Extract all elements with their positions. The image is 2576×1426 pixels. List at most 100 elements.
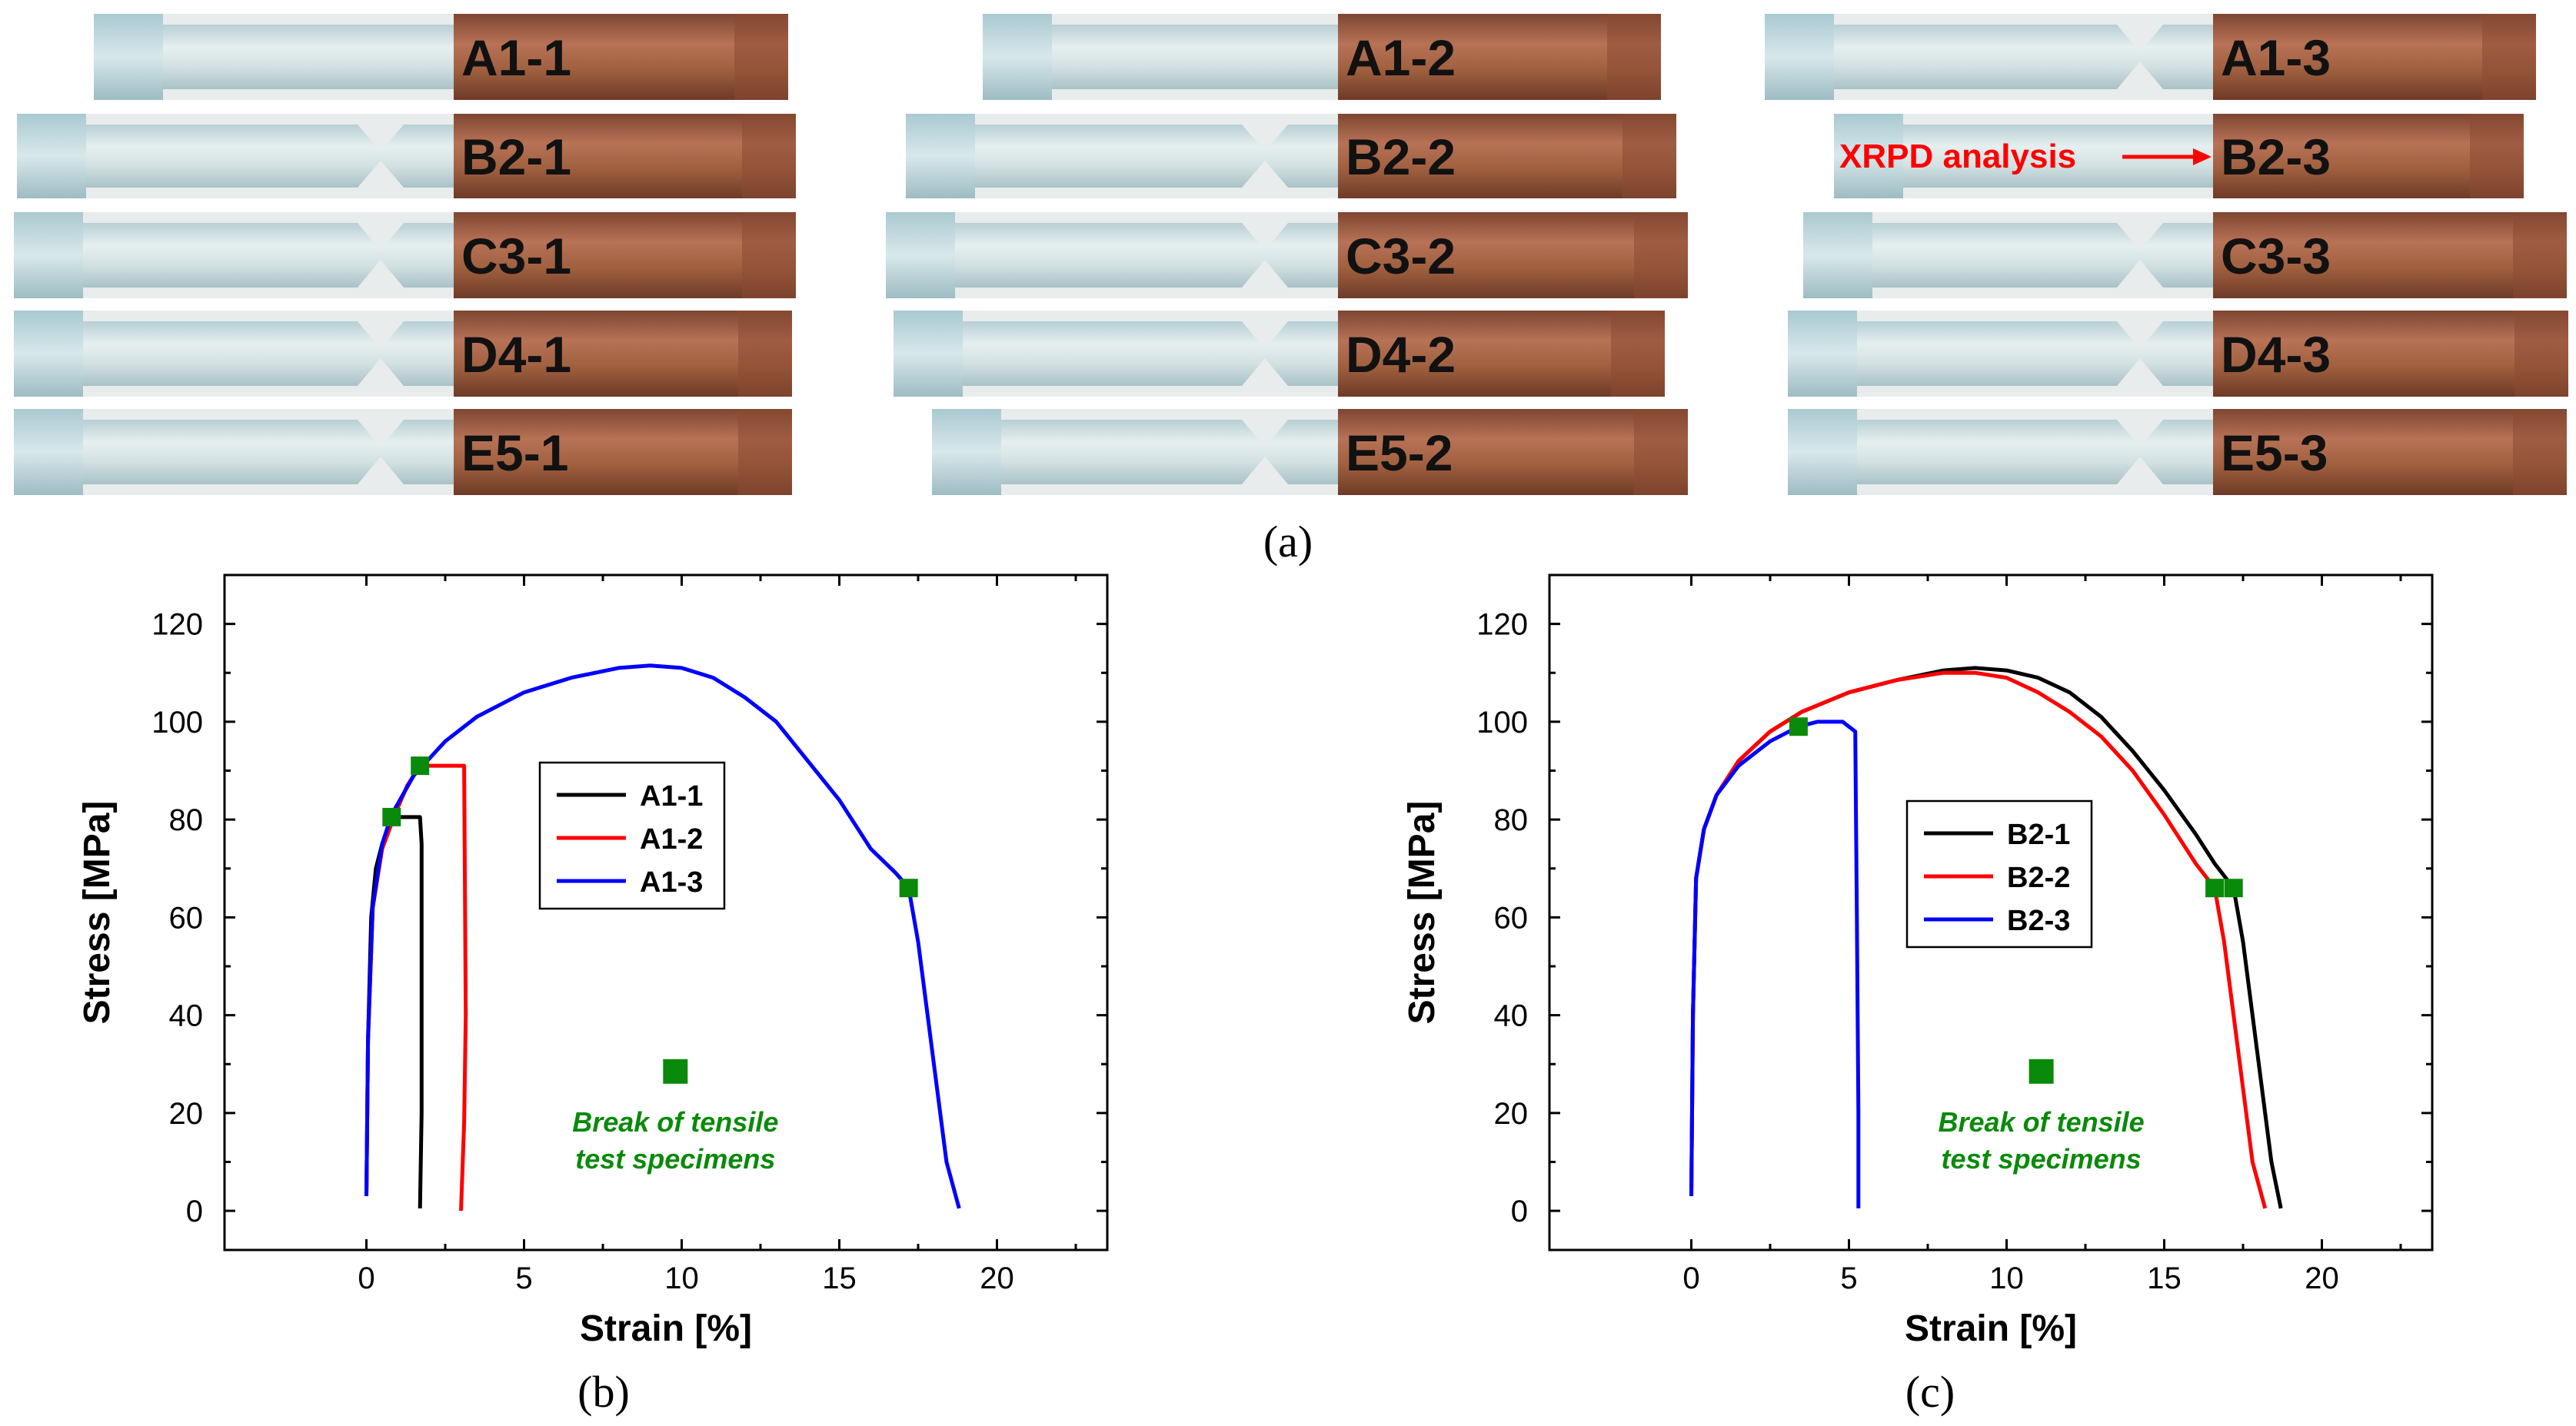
y-tick-label: 40 [1494, 999, 1529, 1033]
fracture-neck-bottom [358, 358, 404, 386]
specimen-photo: C3-2 [886, 212, 1688, 298]
x-axis-label: Strain [%] [1905, 1308, 2077, 1349]
aluminium-grip [983, 14, 1052, 100]
fracture-neck-bottom [1242, 161, 1288, 188]
plot-frame [223, 573, 1109, 1251]
specimen-label: B2-3 [2221, 128, 2331, 185]
xrpd-annotation: XRPD analysis [1839, 138, 2212, 175]
aluminium-grip [94, 14, 163, 100]
legend-entry: A1-2 [640, 823, 703, 856]
aluminium-section [83, 223, 454, 288]
y-tick-label: 0 [186, 1195, 203, 1228]
copper-grip [2513, 212, 2567, 298]
specimen-photo: A1-3 [1765, 14, 2536, 100]
aluminium-section [975, 125, 1338, 188]
legend: A1-1A1-2A1-3 [538, 761, 726, 910]
x-tick-label: 20 [2305, 1261, 2339, 1295]
specimen-label: C3-1 [461, 228, 571, 284]
legend-entry: B2-1 [2007, 819, 2070, 851]
aluminium-grip [894, 311, 963, 397]
aluminium-grip [932, 409, 1001, 495]
specimen-photo: C3-3 [1803, 212, 2567, 298]
annotation-line-1: Break of tensile [1939, 1106, 2145, 1138]
y-tick-label: 60 [1494, 901, 1529, 935]
x-tick-label: 10 [1989, 1261, 2024, 1295]
specimen-photo: E5-2 [932, 409, 1688, 495]
specimen-label: C3-2 [1346, 228, 1456, 284]
fracture-neck-top [358, 125, 404, 151]
specimen-photo: D4-2 [894, 311, 1665, 397]
x-tick-label: 0 [1682, 1261, 1699, 1295]
specimen-label: B2-2 [1346, 128, 1456, 185]
break-marker [899, 879, 918, 898]
plot-frame [1548, 573, 2434, 1251]
specimen-label: C3-3 [2221, 228, 2331, 284]
aluminium-grip [1803, 212, 1872, 298]
fracture-neck-top [1242, 223, 1288, 251]
aluminium-grip [14, 212, 83, 298]
break-marker [382, 807, 401, 826]
legend-entry: A1-1 [640, 780, 703, 813]
x-tick-label: 15 [2147, 1261, 2182, 1295]
legend-box [538, 761, 726, 910]
xrpd-label: XRPD analysis [1839, 138, 2076, 175]
fracture-neck-top [358, 420, 404, 447]
specimen-label: A1-2 [1346, 29, 1456, 86]
x-tick-label: 5 [1840, 1261, 1857, 1295]
aluminium-grip [886, 212, 955, 298]
copper-section [454, 311, 792, 397]
specimen-label: A1-3 [2221, 29, 2331, 86]
annotation-marker [2029, 1059, 2054, 1084]
copper-grip [2482, 14, 2536, 100]
series-line-B2-3 [1689, 720, 1861, 1208]
specimen-photo: B2-1 [17, 114, 796, 198]
annotation-line-2: test specimens [575, 1143, 775, 1175]
specimen-photographs: A1-1B2-1C3-1D4-1E5-1A1-2B2-2C3-2D4-2E5-2… [14, 14, 2568, 495]
aluminium-section [83, 420, 454, 484]
fracture-neck-top [358, 321, 404, 349]
copper-grip [738, 409, 792, 495]
y-tick-label: 120 [151, 608, 203, 642]
series-line-A1-1 [364, 815, 424, 1208]
aluminium-grip [1788, 409, 1857, 495]
legend-entry: B2-2 [2007, 862, 2070, 894]
aluminium-section [163, 25, 454, 89]
panel-label-c: (c) [1905, 1367, 1955, 1417]
panel-label-b: (b) [577, 1367, 630, 1417]
annotation-line-2: test specimens [1942, 1143, 2142, 1175]
y-tick-label: 60 [169, 901, 204, 935]
aluminium-section [83, 321, 454, 386]
x-axis-label: Strain [%] [580, 1308, 752, 1349]
y-tick-label: 20 [169, 1097, 204, 1131]
specimen-photo: A1-2 [983, 14, 1661, 100]
fracture-neck-top [1242, 321, 1288, 349]
x-tick-label: 0 [358, 1261, 374, 1295]
aluminium-section [955, 223, 1338, 288]
aluminium-grip [17, 114, 86, 198]
panel-label-a: (a) [1263, 517, 1313, 567]
copper-section [1338, 212, 1688, 298]
copper-grip [1634, 212, 1688, 298]
fracture-neck-top [2117, 321, 2163, 349]
copper-section [2213, 409, 2567, 495]
aluminium-section [1872, 223, 2213, 288]
copper-grip [1634, 409, 1688, 495]
specimen-label: A1-1 [461, 29, 571, 86]
fracture-neck-top [2117, 420, 2163, 447]
copper-grip [1622, 114, 1676, 198]
fracture-neck-bottom [1242, 358, 1288, 386]
aluminium-section [1052, 25, 1338, 89]
fracture-neck-bottom [2117, 358, 2163, 386]
copper-section [454, 212, 796, 298]
copper-section [454, 409, 792, 495]
specimen-label: E5-3 [2221, 424, 2328, 481]
fracture-neck-bottom [1242, 260, 1288, 288]
specimen-photo: C3-1 [14, 212, 796, 298]
y-axis-label: Stress [MPa] [77, 801, 118, 1025]
x-tick-label: 5 [515, 1261, 532, 1295]
fracture-neck-top [2117, 223, 2163, 251]
copper-grip [742, 212, 796, 298]
aluminium-section [1857, 420, 2213, 484]
y-tick-label: 120 [1476, 608, 1528, 642]
